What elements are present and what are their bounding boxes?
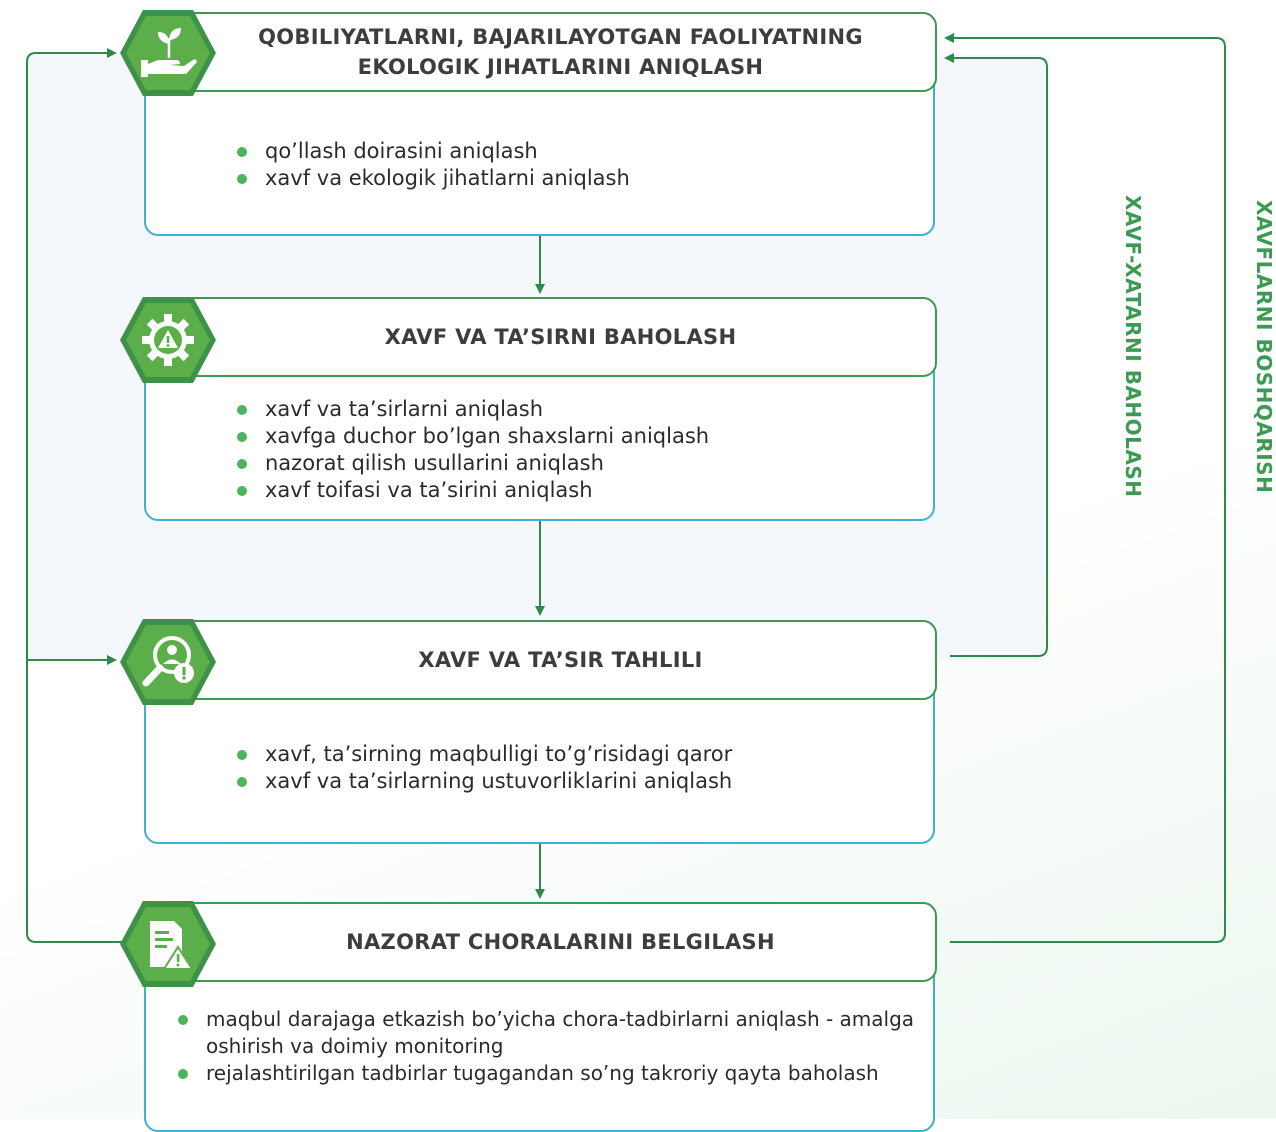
step-4-bullets: maqbul darajaga etkazish bo’yicha chora-…	[176, 1006, 926, 1087]
list-item: qo’llash doirasini aniqlash	[235, 138, 630, 165]
bullet-dot	[178, 1015, 188, 1025]
step-4-header: NAZORAT CHORALARINI BELGILASH	[144, 902, 937, 982]
left-loop-line	[26, 48, 140, 943]
inner-right-loop-line	[944, 53, 1048, 657]
step-2-header: XAVF VA TA’SIRNI BAHOLASH	[144, 297, 937, 377]
step-1-bullets: qo’llash doirasini aniqlash xavf va ekol…	[235, 138, 630, 192]
bullet-dot	[237, 750, 247, 760]
list-item: xavf va ekologik jihatlarni aniqlash	[235, 165, 630, 192]
bullet-dot	[237, 405, 247, 415]
list-item: xavf va ta’sirlarni aniqlash	[235, 396, 709, 423]
risk-management-label: XAVFLARNI BOSHQARISH	[1252, 200, 1276, 494]
list-item: xavf toifasi va ta’sirini aniqlash	[235, 477, 709, 504]
gear-warning-icon	[118, 295, 218, 385]
step-2-bullets: xavf va ta’sirlarni aniqlash xavfga duch…	[235, 396, 709, 504]
bullet-dot	[237, 432, 247, 442]
step-3-title: XAVF VA TA’SIR TAHLILI	[418, 648, 703, 672]
step-2-title: XAVF VA TA’SIRNI BAHOLASH	[384, 325, 737, 349]
step-3-header: XAVF VA TA’SIR TAHLILI	[144, 620, 937, 700]
bullet-dot	[237, 174, 247, 184]
step-1-header: QOBILIYATLARNI, BAJARILAYOTGAN FAOLIYATN…	[144, 12, 937, 92]
document-warning-icon	[118, 899, 218, 989]
plant-hand-icon	[118, 8, 218, 98]
bullet-dot	[237, 147, 247, 157]
bullet-dot	[237, 777, 247, 787]
list-item: nazorat qilish usullarini aniqlash	[235, 450, 709, 477]
list-item: rejalashtirilgan tadbirlar tugagandan so…	[176, 1060, 926, 1087]
step-4-title: NAZORAT CHORALARINI BELGILASH	[346, 930, 775, 954]
risk-assessment-label: XAVF-XATARNI BAHOLASH	[1121, 195, 1145, 498]
outer-right-loop-line	[944, 33, 1226, 943]
list-item: xavf, ta’sirning maqbulligi to’g’risidag…	[235, 741, 732, 768]
magnifier-warning-icon	[118, 617, 218, 707]
list-item: maqbul darajaga etkazish bo’yicha chora-…	[176, 1006, 926, 1060]
bullet-dot	[237, 486, 247, 496]
bullet-dot	[178, 1069, 188, 1079]
list-item: xavf va ta’sirlarning ustuvorliklarini a…	[235, 768, 732, 795]
list-item: xavfga duchor bo’lgan shaxslarni aniqlas…	[235, 423, 709, 450]
step-3-bullets: xavf, ta’sirning maqbulligi to’g’risidag…	[235, 741, 732, 795]
step-1-title: QOBILIYATLARNI, BAJARILAYOTGAN FAOLIYATN…	[258, 25, 863, 79]
bullet-dot	[237, 459, 247, 469]
